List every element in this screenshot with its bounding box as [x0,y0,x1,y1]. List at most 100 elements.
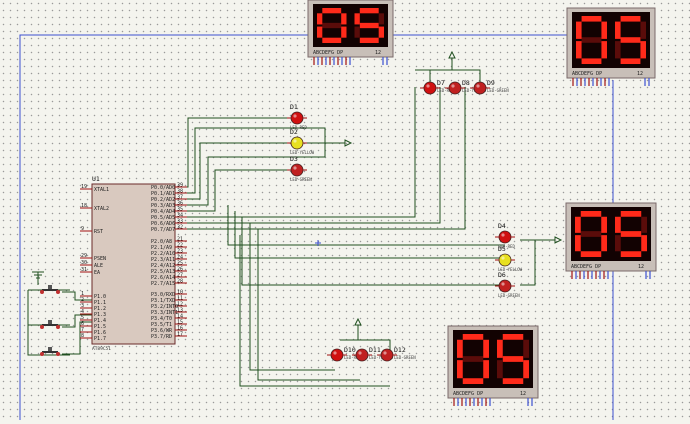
mcu-left-pin-num: 30 [81,260,87,266]
mcu-left-pin-num: 6 [81,321,84,327]
led-type: LED-RED [290,125,307,130]
segment-a [581,16,602,22]
mcu-right-pin-name: P3.6/WR [151,328,173,334]
terminal-arrows [344,50,563,326]
segment-d [580,251,602,257]
mcu-right-pin-name: P0.3/AD3 [151,203,175,209]
mcu-left-pin-num: 2 [81,297,84,303]
button-1 [40,285,60,294]
mcu-right-pin-name: P0.6/AD6 [151,221,175,227]
mcu-right-pin-num: 22 [177,243,183,249]
mcu-right-pin-num: 11 [177,296,183,302]
segment-f [354,13,360,25]
segment-b [601,21,607,39]
led-type: LED-GREEN [290,177,312,182]
display-pin-label: 12 [520,391,526,397]
mcu-left-pin-name: XTAL2 [94,206,109,212]
mcu-right-pin-num: 13 [177,308,183,314]
segment-c [483,360,489,379]
mcu-right-pin-name: P3.0/RXD [151,292,175,298]
mcu-right-pin-num: 26 [177,267,183,273]
mcu-right-pin-name: P2.1/A9 [151,245,172,251]
mcu-right-pin-num: 23 [177,249,183,255]
mcu-right-pin-name: P0.0/AD0 [151,185,175,191]
segment-e [497,360,503,379]
mcu-right-pin-num: 15 [177,320,183,326]
segment-b [523,339,529,358]
segment-d [620,58,641,64]
led-type: LED-GREEN [487,88,509,93]
segment-f [497,339,503,358]
led-ref: D2 [290,128,298,136]
mcu-right-pin-name: P3.2/INT0 [151,304,178,310]
segment-a [322,8,342,14]
mcu-left-pin-num: 9 [81,226,84,232]
led-type: LED-GREEN [394,355,416,360]
segment-g [359,22,379,29]
display-pin-label: 12 [375,50,381,56]
led-type: LED-YELLOW [290,150,315,155]
mcu-left-pin-name: XTAL1 [94,187,109,193]
mcu-left-pin-num: 1 [81,291,84,297]
cursor-marker [315,240,321,246]
led-ref: D10 [344,346,356,354]
segment-b [483,339,489,358]
segment-f [317,13,323,25]
mcu-left-pin-name: EA [94,270,100,276]
signal-wires [175,58,555,387]
mcu-left-pin-name: P1.6 [94,330,106,336]
led-ref: D8 [462,79,470,87]
mcu-right-pin-num: 16 [177,326,183,332]
segment-g [462,356,484,362]
led-ref: D7 [437,79,445,87]
mcu-right-pin-num: 24 [177,255,183,261]
led-ref: D12 [394,346,406,354]
segment-e [317,26,323,38]
mcu-part: AT89C51 [92,346,111,352]
segment-c [523,360,529,379]
mcu-right-pin-num: 35 [177,207,183,213]
mcu-right-pin-name: P2.4/A12 [151,263,175,269]
led-ref: D1 [290,103,298,111]
mcu-right-pin-name: P3.5/T1 [151,322,172,328]
mcu-right-pin-num: 37 [177,195,183,201]
segment-c [341,26,347,38]
segment-e [575,235,581,252]
mcu-right-pin-name: P2.3/A11 [151,257,175,263]
display-label: ABCDEFG DP [453,391,483,397]
led-ref: D6 [498,271,506,279]
mcu-left-pin-num: 19 [81,184,87,190]
segment-c [601,235,607,252]
mcu-right-pin-num: 10 [177,290,183,296]
seven-segment-display-4[interactable]: ABCDEFG DP 12 [447,325,539,406]
mcu-right-pin-num: 25 [177,261,183,267]
mcu-left-pin-name: P1.4 [94,318,106,324]
mcu-left-pin-name: P1.1 [94,300,106,306]
mcu-left-pin-name: PSEN [94,256,106,262]
mcu-right-pin-num: 33 [177,219,183,225]
led-ref: D4 [498,222,506,230]
led-ref: D9 [487,79,495,87]
button-2 [40,320,60,329]
mcu-left-pin-name: ALE [94,263,103,269]
segment-g [581,37,602,43]
mcu-right-pin-name: P0.2/AD2 [151,197,175,203]
mcu-left-pin-name: P1.3 [94,312,106,318]
mcu-right-pin-name: P0.4/AD4 [151,209,175,215]
mcu-left-pin-num: 31 [81,267,87,273]
